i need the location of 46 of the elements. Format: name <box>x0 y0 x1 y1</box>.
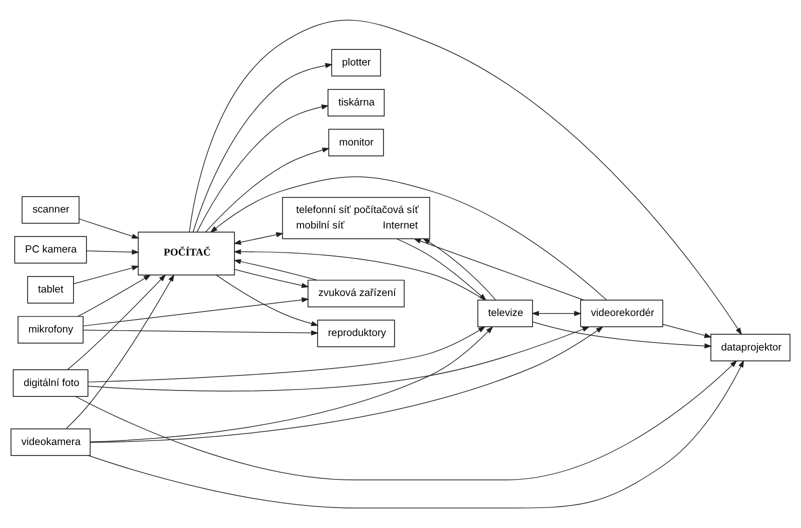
arrow <box>662 324 712 338</box>
arrow <box>196 104 329 232</box>
arrow <box>234 259 318 280</box>
arrow <box>532 322 712 349</box>
arrow <box>396 238 487 301</box>
arrow <box>531 310 582 316</box>
arrow <box>205 148 330 232</box>
node-box: tiskárna <box>328 88 385 116</box>
arrow <box>234 249 486 300</box>
arrow <box>192 62 333 232</box>
arrow <box>77 274 152 317</box>
arrow <box>216 274 319 326</box>
arrow <box>73 265 140 284</box>
arrow <box>210 176 607 300</box>
arrow <box>86 249 140 255</box>
node-box: reproduktory <box>317 320 395 348</box>
arrow <box>90 326 494 442</box>
arrow <box>234 232 284 245</box>
arrow <box>188 20 742 336</box>
arrow <box>75 360 738 480</box>
node-box: televize <box>477 300 533 328</box>
node-box: plotter <box>331 49 381 76</box>
arrow <box>78 218 140 239</box>
arrow <box>413 238 584 300</box>
arrow <box>82 330 319 336</box>
node-box: telefonní síť počítačová síť mobilní síť Internet <box>282 196 430 240</box>
node-box: PC kamera <box>14 236 87 264</box>
node-box: digitální foto <box>12 369 88 397</box>
arrow <box>234 269 310 288</box>
node-box: videorekordér <box>580 300 664 328</box>
node-box: monitor <box>328 128 384 156</box>
node-box: scanner <box>22 196 80 224</box>
arrow <box>82 297 310 326</box>
node-box: POČÍTAČ <box>138 232 235 276</box>
node-box: mikrofony <box>18 316 84 344</box>
arrow <box>88 360 744 508</box>
arrow <box>90 326 604 443</box>
node-box: zvuková zařízení <box>308 280 405 308</box>
arrow <box>88 326 486 382</box>
node-box: videokamera <box>10 428 91 456</box>
arrow <box>67 274 166 370</box>
arrow <box>66 274 174 430</box>
node-box: dataprojektor <box>710 334 790 362</box>
node-box: tablet <box>27 276 74 304</box>
arrow <box>422 238 496 300</box>
arrow <box>88 326 590 392</box>
